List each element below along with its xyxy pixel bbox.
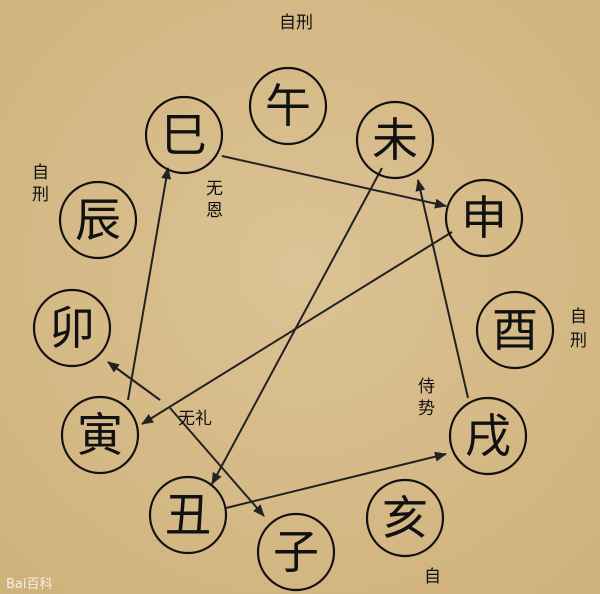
branch-xu-label: 戌 (465, 409, 511, 463)
arrow-xu-to-wei (415, 179, 469, 399)
branch-chou: 丑 (148, 475, 228, 555)
note-bully-1: 侍 (418, 377, 435, 397)
arrow-wei-to-chou (211, 167, 383, 485)
note-self-punish-right-1: 自 (570, 307, 587, 327)
note-no-courtesy: 无礼 (178, 409, 212, 429)
note-self-punish-left-2: 刑 (32, 185, 49, 205)
branch-yin: 寅 (60, 395, 140, 475)
branch-yin-label: 寅 (77, 408, 123, 462)
branch-shen: 申 (444, 178, 524, 258)
arrow-si-to-shen (221, 155, 447, 209)
branch-chen: 辰 (58, 180, 138, 260)
note-no-grace-1: 无 (206, 179, 223, 199)
arrow-yin-to-si (127, 167, 172, 401)
branch-shen-label: 申 (461, 191, 507, 245)
note-self-punish-left-1: 自 (32, 163, 49, 183)
branch-mao: 卯 (32, 288, 112, 368)
branch-xu: 戌 (448, 396, 528, 476)
branch-wei: 未 (355, 100, 435, 180)
note-no-grace-2: 恩 (206, 201, 223, 221)
branch-zi: 子 (256, 512, 336, 592)
note-self-punish-bottom: 自 (424, 567, 441, 587)
branch-wu: 午 (248, 66, 328, 146)
branch-zi-label: 子 (273, 525, 319, 579)
note-self-punish-right-2: 刑 (570, 331, 587, 351)
branch-si: 巳 (144, 95, 224, 175)
note-self-punish-top: 自刑 (279, 13, 313, 33)
branch-you-label: 酉 (492, 303, 538, 357)
note-bully-2: 势 (418, 399, 435, 419)
branch-mao-label: 卯 (49, 301, 95, 355)
arrow-to-mao (107, 361, 161, 401)
branch-chou-label: 丑 (165, 488, 211, 542)
branch-wu-label: 午 (265, 79, 311, 133)
arrow-chou-to-xu (225, 451, 447, 509)
branch-hai: 亥 (365, 478, 445, 558)
branch-wei-label: 未 (372, 113, 418, 167)
branch-you: 酉 (475, 290, 555, 370)
branch-hai-label: 亥 (382, 491, 428, 545)
watermark-text: Bai百科 (6, 577, 53, 592)
branch-chen-label: 辰 (75, 193, 121, 247)
branch-si-label: 巳 (161, 108, 207, 162)
arrow-to-zi (169, 407, 265, 517)
